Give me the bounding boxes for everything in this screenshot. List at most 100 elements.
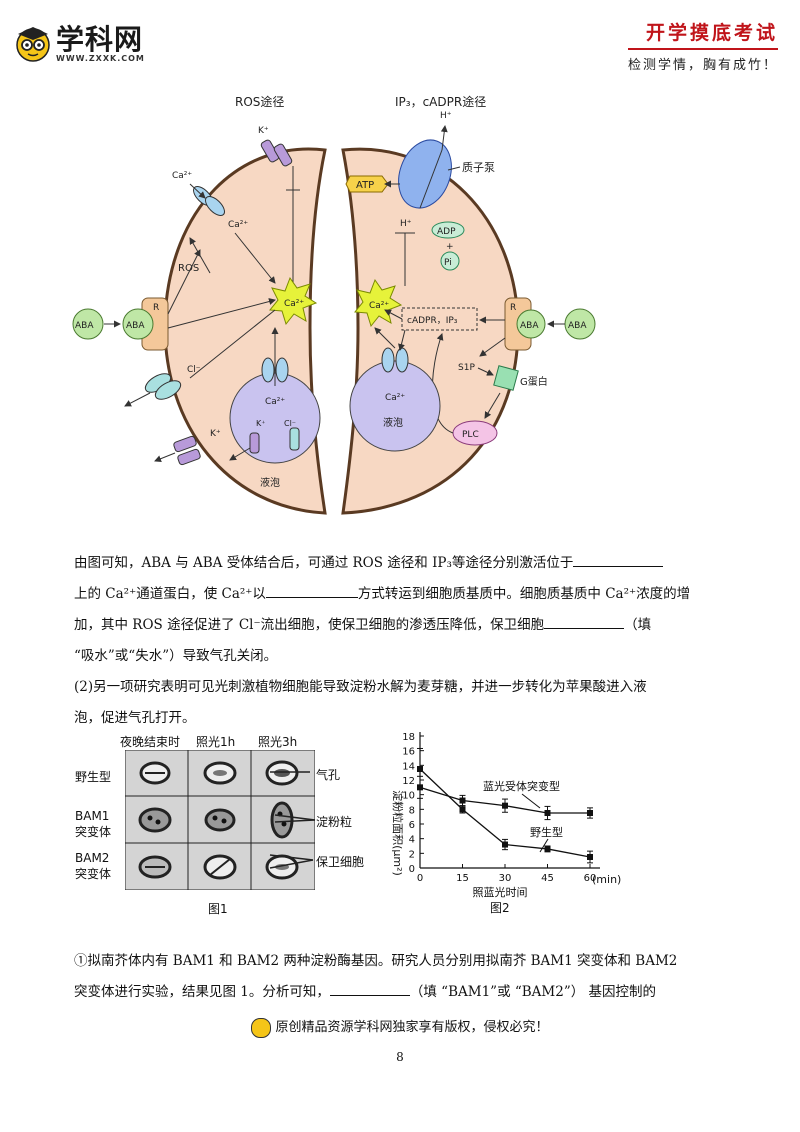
logo-mascot-icon xyxy=(16,27,50,62)
chart-series-label-wildtype: 野生型 xyxy=(530,825,563,839)
svg-text:ATP: ATP xyxy=(356,180,374,191)
svg-text:PLC: PLC xyxy=(462,430,479,440)
svg-text:S1P: S1P xyxy=(458,363,475,373)
svg-text:Cl⁻: Cl⁻ xyxy=(187,365,201,375)
question-paragraph-2: (2)另一项研究表明可见光刺激植物细胞能导致淀粉水解为麦芽糖，并进一步转化为苹果… xyxy=(74,679,647,726)
svg-text:ADP: ADP xyxy=(437,227,456,237)
fig1-row-label-0: 野生型 xyxy=(75,770,112,784)
k-channel-bottom xyxy=(173,435,201,466)
fig1-row-label-1: BAM1 突变体 xyxy=(75,809,112,839)
chart-x-tick-label: 15 xyxy=(456,873,469,884)
proton-pump xyxy=(398,139,452,209)
micro-wt-1 xyxy=(203,761,237,785)
chart-x-tick-label: 45 xyxy=(541,873,554,884)
chart-point xyxy=(544,845,551,852)
mascot-icon xyxy=(251,1017,272,1038)
answer-blank-2[interactable] xyxy=(265,581,358,598)
vacuole-left xyxy=(229,372,321,464)
fig1-micrographs xyxy=(125,750,315,890)
chart-y-tick-label: 8 xyxy=(409,805,415,816)
chart-y-tick-label: 0 xyxy=(409,864,415,875)
chart-label-leader-wildtype xyxy=(539,838,549,853)
chart-point xyxy=(502,802,508,809)
ca-channel-vacuole-right xyxy=(381,347,409,373)
svg-text:Ca²⁺: Ca²⁺ xyxy=(228,220,248,230)
svg-text:ABA: ABA xyxy=(126,321,145,331)
svg-text:液泡: 液泡 xyxy=(260,476,280,489)
chart-y-tick-label: 18 xyxy=(402,732,415,743)
fig1-col-header-1: 照光1h xyxy=(196,735,236,749)
micro-bam1-1 xyxy=(204,808,236,832)
cl-channel-left xyxy=(144,373,182,400)
svg-text:K⁺: K⁺ xyxy=(210,429,221,439)
chart-x-tick-label: 30 xyxy=(499,873,512,884)
chart-y-tick-label: 12 xyxy=(402,776,415,787)
g-protein xyxy=(493,365,519,391)
svg-text:H⁺: H⁺ xyxy=(440,111,452,121)
svg-text:R: R xyxy=(510,303,516,313)
logo-url: WWW.ZXXK.COM xyxy=(56,54,145,63)
svg-text:ABA: ABA xyxy=(568,321,587,331)
fig1-caption: 图1 xyxy=(208,902,228,916)
ip3-path-label: IP₃，cADPR途径 xyxy=(395,94,486,109)
fig1-annotation-stoma: 气孔 xyxy=(316,768,341,782)
fig1-annotation-guard-cell: 保卫细胞 xyxy=(316,855,365,869)
chart-label-leader-mutant xyxy=(521,793,541,809)
chart-y-tick-label: 16 xyxy=(402,747,415,758)
answer-blank-1[interactable] xyxy=(573,550,664,567)
svg-text:G蛋白: G蛋白 xyxy=(520,375,548,388)
fig2-caption: 图2 xyxy=(490,901,510,915)
chart-point xyxy=(544,810,551,816)
chart-y-tick-label: 10 xyxy=(402,791,415,802)
fig1-col-header-2: 照光3h xyxy=(258,735,298,749)
header-divider xyxy=(627,48,778,50)
chart-xlabel: 照蓝光时间 xyxy=(473,885,528,899)
svg-text:ABA: ABA xyxy=(520,321,539,331)
svg-text:K⁺: K⁺ xyxy=(256,419,265,428)
micro-wt-2 xyxy=(265,760,299,786)
chart-point xyxy=(459,806,466,813)
chart-series-label-mutant: 蓝光受体突变型 xyxy=(483,779,560,793)
micro-wt-0 xyxy=(139,761,171,785)
ca-star-left xyxy=(269,276,318,326)
chart-point xyxy=(587,854,593,860)
site-logo: 学科网 WWW.ZXXK.COM xyxy=(14,16,164,66)
chart-ylabel: 淀粉粒面积(μm²) xyxy=(391,790,405,876)
answer-blank-4[interactable] xyxy=(329,979,410,996)
fig1-row-label-2: BAM2 突变体 xyxy=(75,851,112,881)
fig1-annotation-starch: 淀粉粒 xyxy=(316,815,353,829)
svg-text:Ca²⁺: Ca²⁺ xyxy=(284,299,304,309)
ca-channel-vacuole-left xyxy=(261,357,289,383)
logo-text: 学科网 xyxy=(56,23,144,56)
chart-x-unit: (min) xyxy=(592,873,621,886)
micro-bam2-0 xyxy=(138,855,172,879)
svg-text:Pi: Pi xyxy=(444,258,452,268)
fig1-col-header-0: 夜晚结束时 xyxy=(120,735,181,749)
guard-cell-diagram: ROS途径 IP₃，cADPR途径 K⁺ Ca²⁺ Ca²⁺ ROS Ca²⁺ … xyxy=(72,94,596,515)
atp-label-shape xyxy=(345,175,389,193)
fig1-leader-lines xyxy=(269,771,316,869)
svg-text:Ca²⁺: Ca²⁺ xyxy=(369,301,389,311)
ros-path-label: ROS途径 xyxy=(235,94,284,109)
svg-text:+: + xyxy=(446,242,454,252)
header-banner: 开学摸底考试 检测学情，胸有成竹！ xyxy=(627,18,778,73)
chart-point xyxy=(459,797,466,804)
exam-title: 开学摸底考试 xyxy=(645,22,778,44)
svg-text:Ca²⁺: Ca²⁺ xyxy=(172,171,192,181)
page-number: 8 xyxy=(396,1050,404,1064)
copyright-footer: 原创精品资源学科网独家享有版权，侵权必究！ xyxy=(0,1016,800,1038)
chart-point xyxy=(502,841,508,848)
chart-y-tick-label: 14 xyxy=(402,761,415,772)
answer-blank-3[interactable] xyxy=(544,612,625,629)
svg-text:Ca²⁺: Ca²⁺ xyxy=(265,397,285,407)
svg-text:Ca²⁺: Ca²⁺ xyxy=(385,393,405,403)
svg-text:Cl⁻: Cl⁻ xyxy=(284,419,296,428)
micro-bam1-0 xyxy=(138,807,172,833)
svg-text:ABA: ABA xyxy=(75,321,94,331)
chart-x-tick-label: 60 xyxy=(584,873,597,884)
svg-text:cADPR，IP₃: cADPR，IP₃ xyxy=(407,316,458,326)
svg-text:R: R xyxy=(153,303,159,313)
micro-bam1-2 xyxy=(270,801,294,839)
svg-text:质子泵: 质子泵 xyxy=(462,161,495,174)
